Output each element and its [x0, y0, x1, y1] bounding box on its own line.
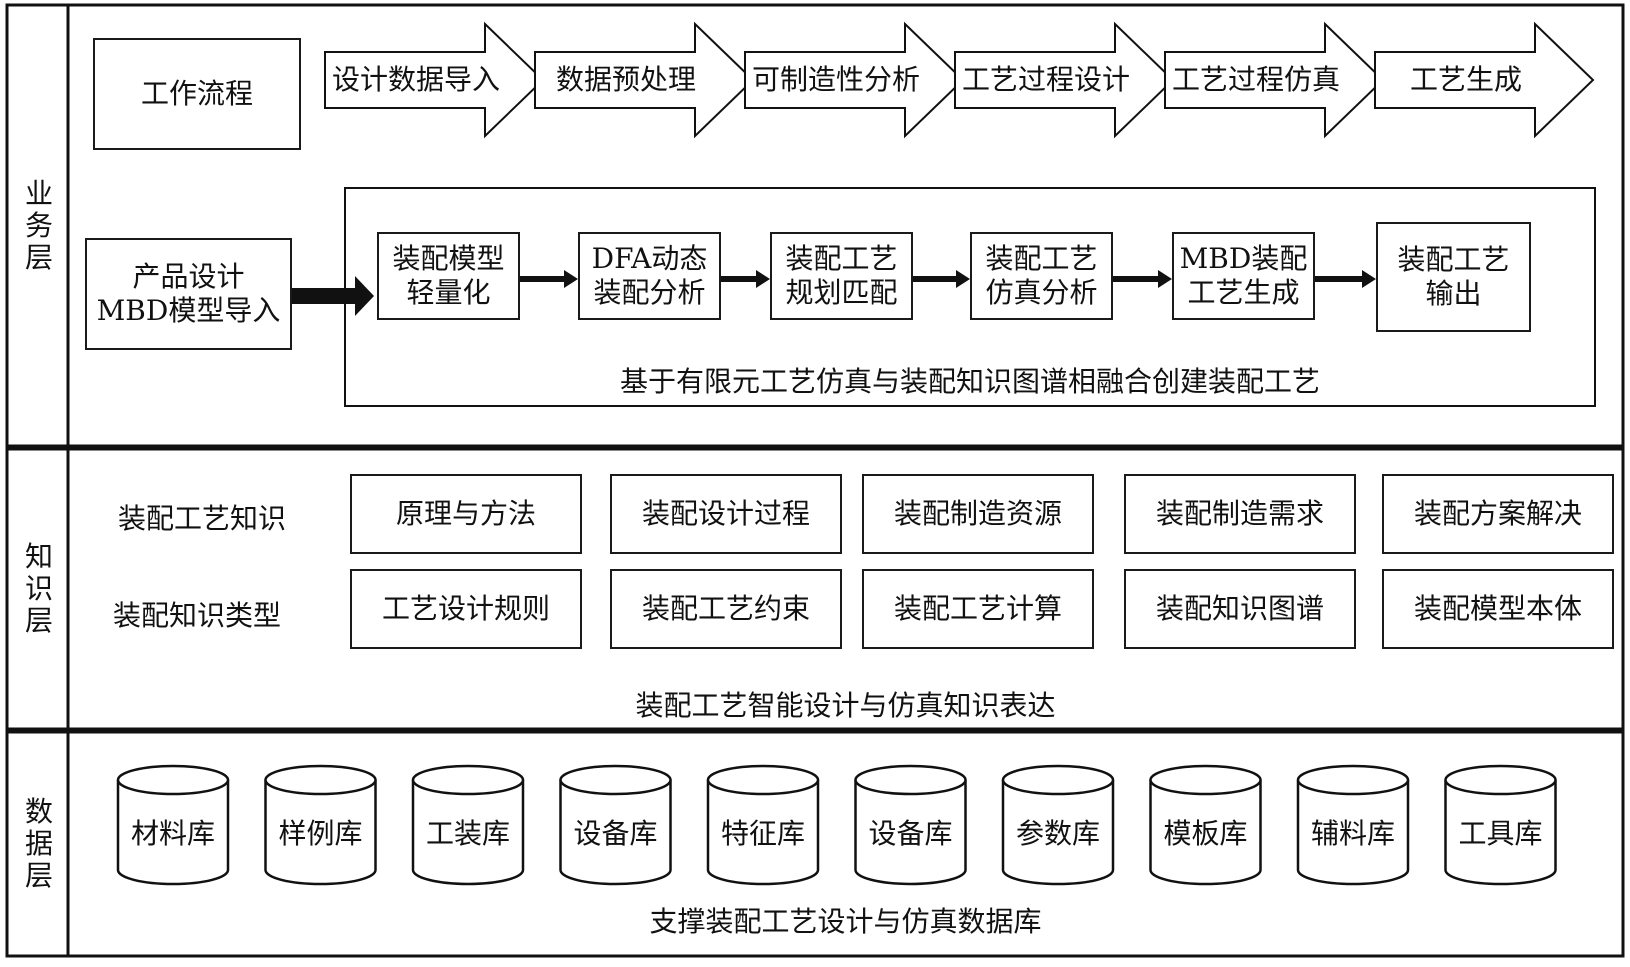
database-label-8: 模板库: [1163, 817, 1248, 850]
workflow-chevron-3: [744, 21, 965, 139]
workflow-step-label-4: 工艺过程设计: [961, 63, 1130, 96]
database-label-4: 设备库: [573, 817, 658, 850]
workflow-chevron-1: [324, 21, 545, 139]
input-box-line-2: MBD模型导入: [96, 294, 281, 327]
database-cylinder-1: [116, 764, 230, 886]
process-arrow-1: [520, 270, 578, 288]
database-cylinder-6: [854, 764, 967, 886]
workflow-chevron-5: [1164, 21, 1385, 139]
process-step-6: 装配工艺输出: [1376, 222, 1531, 332]
data-caption: 支撑装配工艺设计与仿真数据库: [649, 905, 1042, 938]
process-step-5-line-2: 工艺生成: [1187, 276, 1300, 309]
process-step-2: DFA动态装配分析: [578, 232, 721, 320]
business-layer-frame: [5, 3, 1625, 448]
workflow-step-label-2: 数据预处理: [555, 63, 696, 96]
knowledge-row2-item-5-label: 装配模型本体: [1413, 592, 1582, 625]
knowledge-row2-item-3: 装配工艺计算: [862, 569, 1094, 649]
knowledge-row2-item-5: 装配模型本体: [1382, 569, 1614, 649]
knowledge-row2-item-4: 装配知识图谱: [1124, 569, 1356, 649]
knowledge-row1-item-1-label: 原理与方法: [395, 497, 536, 530]
database-label-3: 工装库: [425, 817, 510, 850]
process-step-5-line-1: MBD装配: [1179, 242, 1308, 275]
process-arrow-2: [721, 270, 770, 288]
layer-name-business: 业务层: [10, 5, 68, 446]
process-arrow-4: [1113, 270, 1172, 288]
process-step-5: MBD装配工艺生成: [1172, 232, 1315, 320]
knowledge-row2-item-2-label: 装配工艺约束: [641, 592, 810, 625]
process-caption: 基于有限元工艺仿真与装配知识图谱相融合创建装配工艺: [619, 365, 1320, 398]
knowledge-row1-label: 装配工艺知识: [118, 502, 287, 535]
database-cylinder-2: [264, 764, 377, 886]
process-step-2-line-1: DFA动态: [591, 242, 708, 275]
data-layer-frame: [5, 730, 1625, 958]
layer-name-knowledge: 知识层: [10, 449, 68, 729]
process-step-4-line-1: 装配工艺: [985, 242, 1098, 275]
knowledge-layer-frame: [5, 447, 1625, 731]
knowledge-row1-item-5-label: 装配方案解决: [1413, 497, 1582, 530]
database-label-9: 辅料库: [1310, 817, 1395, 850]
process-step-3-line-2: 规划匹配: [785, 276, 898, 309]
database-label-6: 设备库: [868, 817, 953, 850]
knowledge-row1-item-2: 装配设计过程: [610, 474, 842, 554]
process-arrow-3: [913, 270, 970, 288]
process-step-3: 装配工艺规划匹配: [770, 232, 913, 320]
database-cylinder-4: [559, 764, 672, 886]
knowledge-row1-item-3-label: 装配制造资源: [893, 497, 1062, 530]
layer-name-data: 数据层: [10, 732, 68, 956]
process-step-1-line-1: 装配模型: [392, 242, 505, 275]
database-cylinder-3: [411, 764, 525, 886]
layer-name-knowledge-text: 知识层: [24, 540, 53, 637]
workflow-step-label-1: 设计数据导入: [331, 63, 500, 96]
database-cylinder-9: [1296, 764, 1410, 886]
process-step-6-line-2: 输出: [1425, 277, 1482, 310]
layer-name-data-text: 数据层: [24, 795, 53, 892]
knowledge-row2-item-4-label: 装配知识图谱: [1155, 592, 1324, 625]
database-label-5: 特征库: [720, 817, 805, 850]
knowledge-row1-item-3: 装配制造资源: [862, 474, 1094, 554]
workflow-step-label-6: 工艺生成: [1409, 63, 1522, 96]
process-step-2-line-2: 装配分析: [593, 276, 706, 309]
input-box: 产品设计 MBD模型导入: [85, 238, 292, 350]
workflow-chevron-2: [534, 21, 755, 139]
database-cylinder-5: [706, 764, 820, 886]
input-box-line-1: 产品设计: [132, 260, 245, 293]
knowledge-row1-item-4: 装配制造需求: [1124, 474, 1356, 554]
database-cylinders: [116, 764, 1557, 886]
knowledge-row1-item-1: 原理与方法: [350, 474, 582, 554]
knowledge-row2-item-1: 工艺设计规则: [350, 569, 582, 649]
process-step-4-line-2: 仿真分析: [985, 276, 1098, 309]
process-step-arrows: [520, 270, 1376, 288]
process-arrow-5: [1315, 270, 1376, 288]
workflow-chevron-4: [954, 21, 1175, 139]
database-label-10: 工具库: [1458, 817, 1543, 850]
process-step-1-line-2: 轻量化: [406, 276, 491, 309]
workflow-step-label-5: 工艺过程仿真: [1171, 63, 1340, 96]
input-to-process-arrow: [292, 276, 374, 316]
workflow-label: 工作流程: [140, 77, 253, 110]
knowledge-row2-item-1-label: 工艺设计规则: [381, 592, 550, 625]
database-label-7: 参数库: [1015, 817, 1100, 850]
layer-name-business-text: 业务层: [24, 176, 53, 274]
knowledge-row2-item-3-label: 装配工艺计算: [893, 592, 1062, 625]
database-cylinder-10: [1444, 764, 1557, 886]
workflow-chevrons: [324, 21, 1595, 139]
knowledge-row1-item-2-label: 装配设计过程: [641, 497, 810, 530]
workflow-step-label-3: 可制造性分析: [751, 63, 920, 96]
process-step-1: 装配模型轻量化: [377, 232, 520, 320]
process-step-6-line-1: 装配工艺: [1397, 243, 1510, 276]
knowledge-row1-item-4-label: 装配制造需求: [1155, 497, 1324, 530]
process-step-4: 装配工艺仿真分析: [970, 232, 1113, 320]
database-cylinder-7: [1001, 764, 1115, 886]
workflow-label-box: 工作流程: [93, 38, 301, 150]
knowledge-row2-item-2: 装配工艺约束: [610, 569, 842, 649]
database-label-1: 材料库: [130, 817, 215, 850]
knowledge-row1-item-5: 装配方案解决: [1382, 474, 1614, 554]
workflow-chevron-6: [1374, 21, 1595, 139]
database-label-2: 样例库: [278, 817, 363, 850]
knowledge-caption: 装配工艺智能设计与仿真知识表达: [635, 689, 1056, 722]
knowledge-row2-label: 装配知识类型: [113, 599, 282, 632]
database-cylinder-8: [1149, 764, 1262, 886]
process-step-3-line-1: 装配工艺: [785, 242, 898, 275]
